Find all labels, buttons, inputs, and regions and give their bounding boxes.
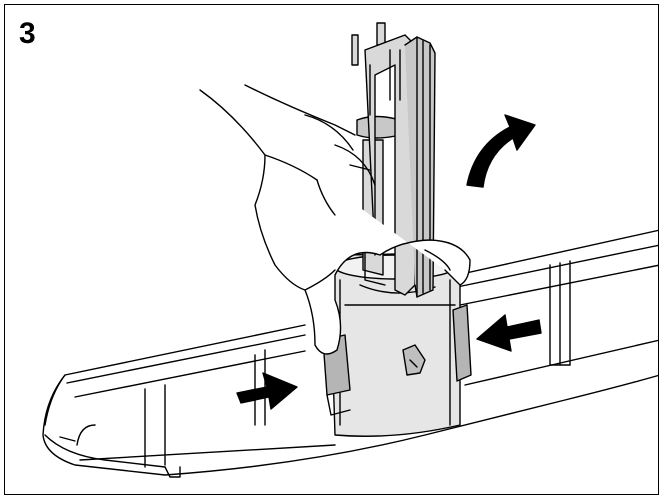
curved-arrow-icon bbox=[466, 114, 536, 188]
arrow-left-icon bbox=[476, 314, 542, 352]
hand bbox=[199, 84, 471, 355]
arrow-right-icon bbox=[236, 372, 298, 410]
side-clip-right bbox=[452, 304, 472, 382]
latch bbox=[402, 344, 426, 376]
tray-housing bbox=[42, 229, 658, 478]
illustration-frame: 3 bbox=[4, 4, 659, 495]
step-number: 3 bbox=[19, 17, 36, 50]
instruction-illustration bbox=[42, 22, 658, 478]
pronged-handle bbox=[351, 22, 436, 298]
